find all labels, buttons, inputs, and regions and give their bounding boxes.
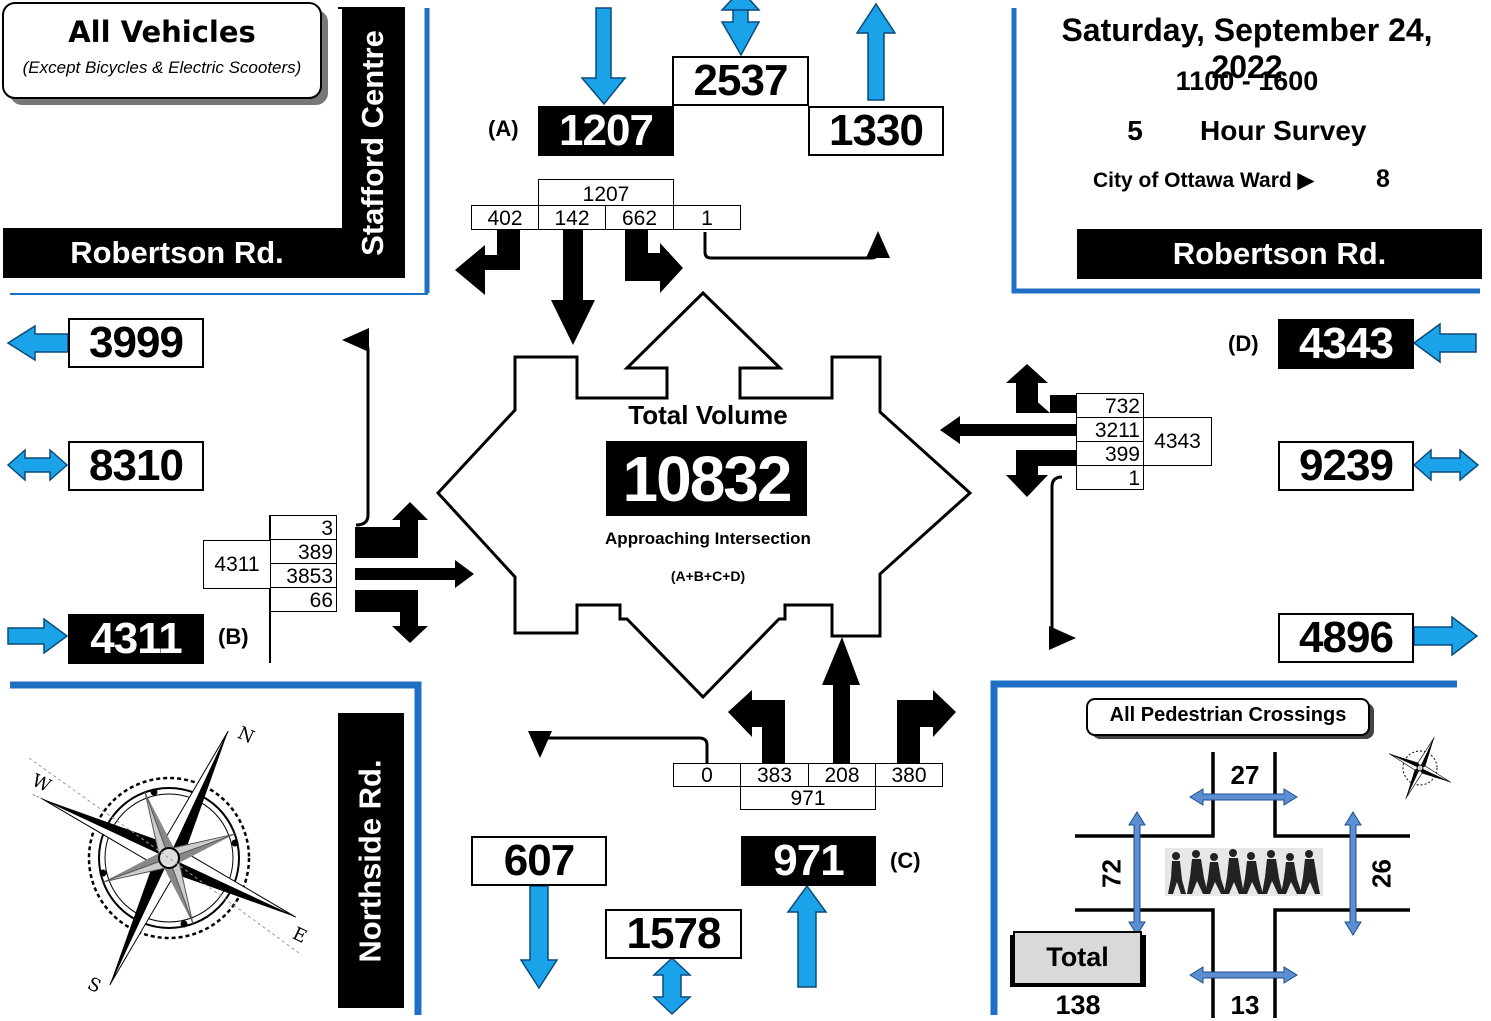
north-approach-volume: 1207 <box>538 106 674 156</box>
north-movement-right: 402 <box>471 205 539 230</box>
title-text: All Vehicles <box>3 15 321 49</box>
survey-hours-label: Hour Survey <box>1200 115 1370 147</box>
street-northside: Northside Rd. <box>338 713 404 1008</box>
east-depart-arrow-icon <box>1414 617 1477 655</box>
south-turn-arrows <box>728 637 956 765</box>
south-movement-right: 380 <box>875 763 943 787</box>
east-total-volume: 9239 <box>1278 441 1414 491</box>
pedestrian-title: All Pedestrian Crossings <box>1087 704 1369 727</box>
compass-rose-icon <box>0 668 355 1020</box>
south-movement-total: 971 <box>740 786 876 810</box>
south-movement-uturn: 0 <box>673 763 741 787</box>
east-movement-left: 399 <box>1076 441 1144 466</box>
north-movement-through: 142 <box>538 205 606 230</box>
south-total-volume: 1578 <box>605 909 742 959</box>
survey-time-range: 1100 - 1600 <box>1022 66 1472 97</box>
south-approach-volume: 971 <box>741 836 876 886</box>
north-turn-arrows <box>455 230 683 345</box>
approach-label-a: (A) <box>488 116 519 142</box>
west-movement-uturn: 3 <box>270 515 337 540</box>
street-stafford-centre: Stafford Centre <box>342 8 404 278</box>
center-subtitle: Approaching Intersection <box>580 529 836 549</box>
ped-south-count: 13 <box>1215 990 1275 1021</box>
west-departing-volume: 3999 <box>68 318 204 368</box>
west-approach-arrow-icon <box>8 619 67 653</box>
west-turn-arrows <box>355 502 474 643</box>
small-compass-icon <box>1375 723 1465 813</box>
north-depart-arrow-icon <box>857 4 895 100</box>
ped-total-label: Total <box>1014 942 1141 973</box>
center-title: Total Volume <box>600 400 816 431</box>
south-depart-arrow-icon <box>521 886 557 988</box>
ward-label: City of Ottawa Ward ▶ <box>1093 168 1333 193</box>
south-departing-volume: 607 <box>471 836 607 886</box>
west-depart-arrow-icon <box>8 326 68 360</box>
north-movement-left: 662 <box>605 205 674 230</box>
east-departing-volume: 4896 <box>1278 613 1414 663</box>
ped-west-count: 72 <box>1097 854 1128 894</box>
ped-total-count: 138 <box>1040 990 1116 1021</box>
south-movement-left: 383 <box>740 763 809 787</box>
approach-label-d: (D) <box>1228 331 1259 357</box>
north-movement-uturn: 1 <box>673 205 741 230</box>
north-approach-arrow-icon <box>582 8 625 104</box>
west-movement-left: 389 <box>270 539 337 564</box>
ward-number: 8 <box>1368 165 1398 194</box>
east-movement-right: 732 <box>1076 393 1144 418</box>
north-departing-volume: 1330 <box>808 106 944 156</box>
street-robertson-west: Robertson Rd. <box>3 228 351 278</box>
east-approach-volume: 4343 <box>1278 319 1414 369</box>
center-total-volume: 10832 <box>606 441 807 516</box>
west-movement-through: 3853 <box>270 563 337 588</box>
west-total-volume: 8310 <box>68 441 204 491</box>
east-approach-arrow-icon <box>1414 324 1476 362</box>
street-stafford-centre-label: Stafford Centre <box>355 30 391 256</box>
west-movement-right: 66 <box>270 587 337 612</box>
west-uturn-arrow <box>354 340 368 525</box>
south-approach-arrow-icon <box>788 886 826 987</box>
pedestrians-icon <box>1165 848 1323 896</box>
east-uturn-arrow <box>1052 477 1064 638</box>
west-approach-volume: 4311 <box>68 614 204 664</box>
ped-east-count: 26 <box>1367 854 1398 894</box>
east-movement-through: 3211 <box>1076 417 1144 442</box>
ped-north-count: 27 <box>1215 760 1275 791</box>
north-uturn-arrow <box>705 232 878 258</box>
approach-label-b: (B) <box>218 624 249 650</box>
south-movement-through: 208 <box>808 763 876 787</box>
approach-label-c: (C) <box>890 848 921 874</box>
south-uturn-arrow <box>540 738 707 765</box>
north-total-volume: 2537 <box>672 56 809 106</box>
east-movement-total: 4343 <box>1143 417 1212 466</box>
west-movement-total: 4311 <box>203 540 271 589</box>
subtitle-text: (Except Bicycles & Electric Scooters) <box>3 58 321 78</box>
survey-hours: 5 <box>1120 115 1150 147</box>
north-movement-total: 1207 <box>538 179 674 206</box>
street-robertson-east: Robertson Rd. <box>1077 229 1482 279</box>
east-movement-uturn: 1 <box>1076 465 1144 490</box>
center-formula: (A+B+C+D) <box>600 568 816 584</box>
street-northside-label: Northside Rd. <box>353 759 389 962</box>
